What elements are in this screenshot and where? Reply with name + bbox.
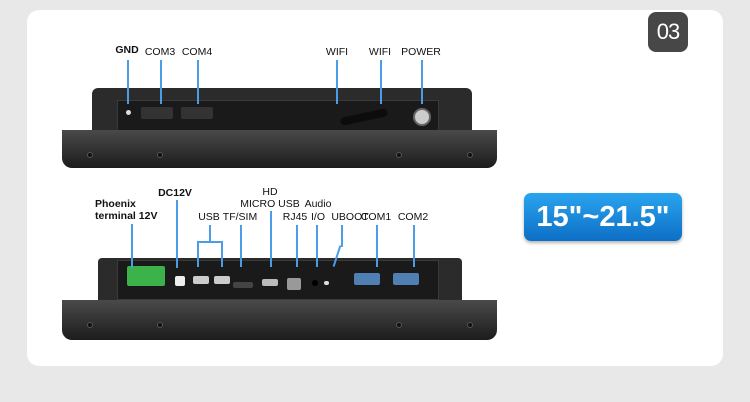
port-graphic [354,273,380,285]
callout-line [221,241,223,267]
callout-line [336,60,338,104]
device-part [117,260,439,300]
callout-line [341,225,343,247]
label-io: I/O [310,211,326,223]
port-graphic [233,282,253,288]
screw-icon [467,322,473,328]
device-part [62,300,497,340]
label-com3: COM3 [144,46,176,58]
callout-line [421,60,423,104]
screw-icon [87,322,93,328]
screw-icon [157,322,163,328]
label-wifi-1: WIFI [325,46,349,58]
callout-line [131,224,133,268]
callout-line [209,225,211,241]
callout-line [197,60,199,104]
port-graphic [324,281,329,285]
screen-size-badge: 15"~21.5" [524,193,682,241]
port-graphic [126,110,131,115]
page-number-badge: 03 [648,12,688,52]
label-dc12v: DC12V [158,187,192,199]
callout-line [296,225,298,267]
port-graphic [175,276,185,286]
port-graphic [214,276,230,284]
label-com1: COM1 [360,211,392,223]
port-graphic [413,108,431,126]
screw-icon [87,152,93,158]
port-graphic [193,276,209,284]
screw-icon [467,152,473,158]
label-phoenix-terminal: Phoenix terminal 12V [95,198,158,222]
label-wifi-2: WIFI [368,46,392,58]
screw-icon [157,152,163,158]
label-gnd: GND [115,44,139,56]
callout-line [197,241,222,243]
callout-line [270,211,272,267]
callout-line [413,225,415,267]
port-graphic [287,278,301,290]
port-graphic [393,273,419,285]
callout-line [240,225,242,267]
screw-icon [396,152,402,158]
port-graphic [312,280,318,286]
device-part [62,130,497,168]
label-com2: COM2 [397,211,429,223]
port-graphic [127,266,165,286]
label-hd: HD [262,186,278,198]
callout-line [197,241,199,267]
port-graphic [262,279,278,286]
label-uboot: UBOOT [331,211,369,223]
callout-line [380,60,382,104]
callout-line [316,225,318,267]
callout-line [176,200,178,268]
label-power: POWER [401,46,441,58]
screw-icon [396,322,402,328]
label-tf-sim: TF/SIM [222,211,258,223]
label-usb: USB [198,211,220,223]
port-graphic [181,107,213,119]
port-graphic [141,107,173,119]
label-audio: Audio [304,198,332,210]
label-micro-usb: MICRO USB [240,198,300,210]
label-com4: COM4 [181,46,213,58]
callout-line [127,60,129,104]
callout-line [160,60,162,104]
label-rj45: RJ45 [282,211,308,223]
callout-line [376,225,378,267]
